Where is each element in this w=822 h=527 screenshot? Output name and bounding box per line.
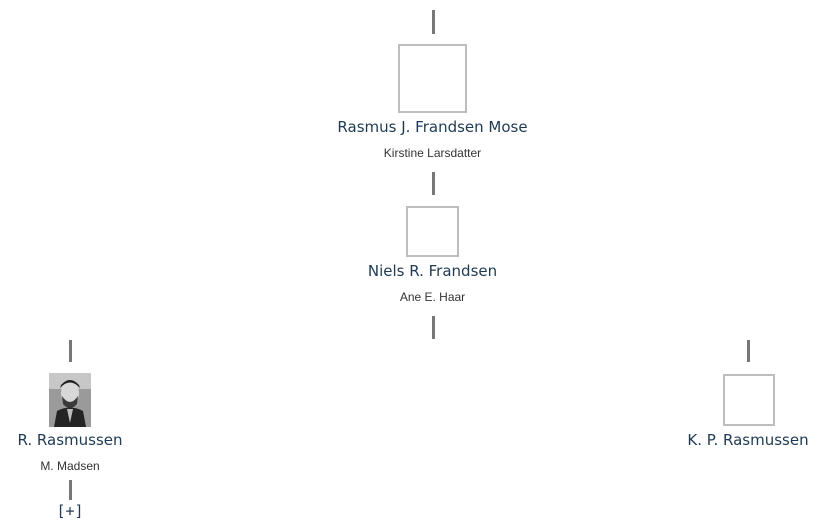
connector-child-2 xyxy=(747,340,750,362)
person-name-rasmus[interactable]: Rasmus J. Frandsen Mose xyxy=(337,118,528,136)
person-name-r-rasmussen[interactable]: R. Rasmussen xyxy=(17,431,123,449)
expand-button[interactable]: [+] xyxy=(56,502,84,520)
connector-top xyxy=(432,10,435,34)
spouse-name-ane[interactable]: Ane E. Haar xyxy=(399,290,466,304)
spouse-name-kirstine[interactable]: Kirstine Larsdatter xyxy=(383,146,482,160)
photo-placeholder-rasmus[interactable] xyxy=(398,44,467,113)
photo-placeholder-niels[interactable] xyxy=(406,206,459,257)
connector-child-1 xyxy=(69,340,72,362)
person-name-k-p-rasmussen[interactable]: K. P. Rasmussen xyxy=(687,431,809,449)
connector-gen2-children xyxy=(432,316,435,339)
spouse-name-m-madsen[interactable]: M. Madsen xyxy=(40,459,100,473)
person-photo-icon[interactable] xyxy=(49,373,91,427)
photo-placeholder-k-p-rasmussen[interactable] xyxy=(723,374,775,426)
connector-child-1-expand xyxy=(69,480,72,500)
connector-gen1-gen2 xyxy=(432,172,435,195)
person-name-niels[interactable]: Niels R. Frandsen xyxy=(367,262,498,280)
